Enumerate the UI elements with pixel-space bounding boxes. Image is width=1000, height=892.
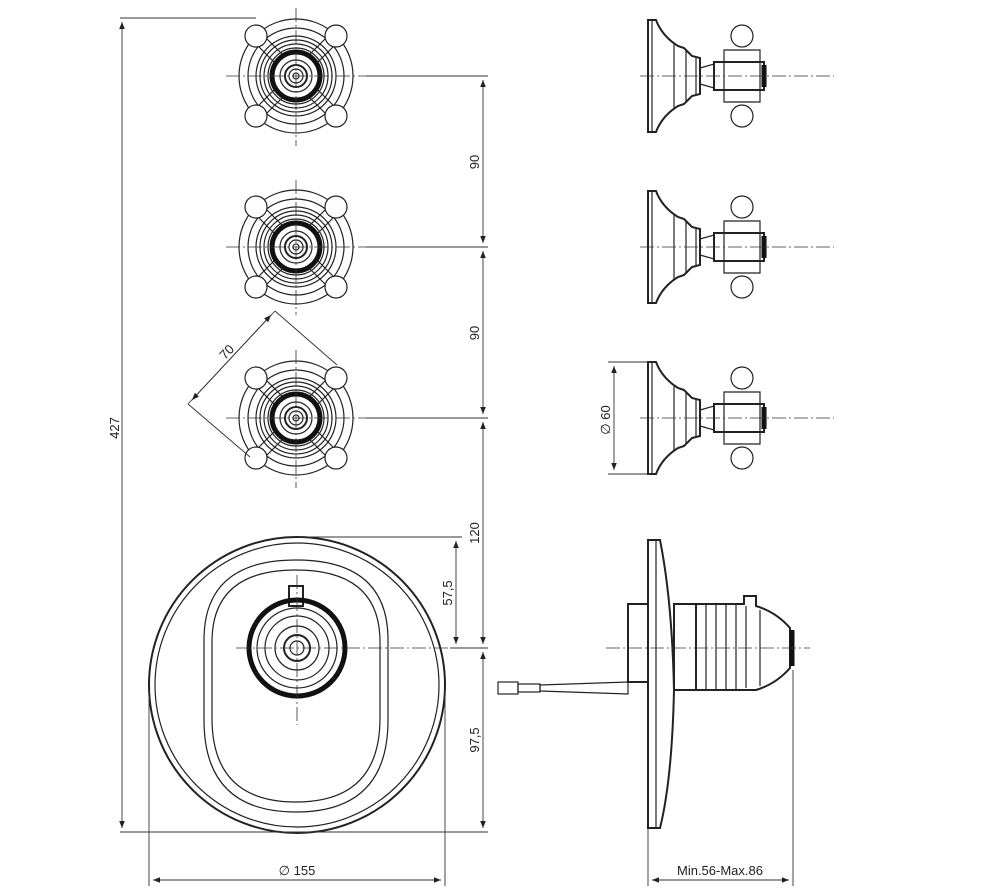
dim-overall-height-label: 427 [107,417,122,439]
side-handle-middle [640,191,834,303]
dim-lower-offset-label: 97,5 [467,727,482,752]
dim-right-chain [280,75,488,833]
dim-plate-diameter [148,690,446,886]
side-thermostat-body [497,539,810,829]
dim-spacing-middle-label: 90 [467,326,482,340]
front-handle-middle [226,180,366,315]
front-handle-bottom [226,350,366,488]
front-round-plate [148,536,450,834]
dim-upper-offset [298,536,462,644]
dim-spacing-lower-label: 120 [467,522,482,544]
dim-wall-depth [647,670,794,886]
dim-plate-diameter-label: ∅ 155 [279,863,316,878]
dim-rosette-diameter-label: ∅ 60 [598,405,613,434]
side-handle-top [640,20,834,132]
dim-rosette-diameter [608,361,652,475]
dim-upper-offset-label: 57,5 [440,580,455,605]
dim-spacing-upper-label: 90 [467,155,482,169]
side-handle-bottom [640,362,834,474]
dim-overall-height [119,17,300,833]
dim-handle-reach-label: 70 [216,342,237,363]
dim-handle-reach [187,310,338,458]
front-handle-top [226,8,366,146]
dim-wall-depth-label: Min.56-Max.86 [677,863,763,878]
